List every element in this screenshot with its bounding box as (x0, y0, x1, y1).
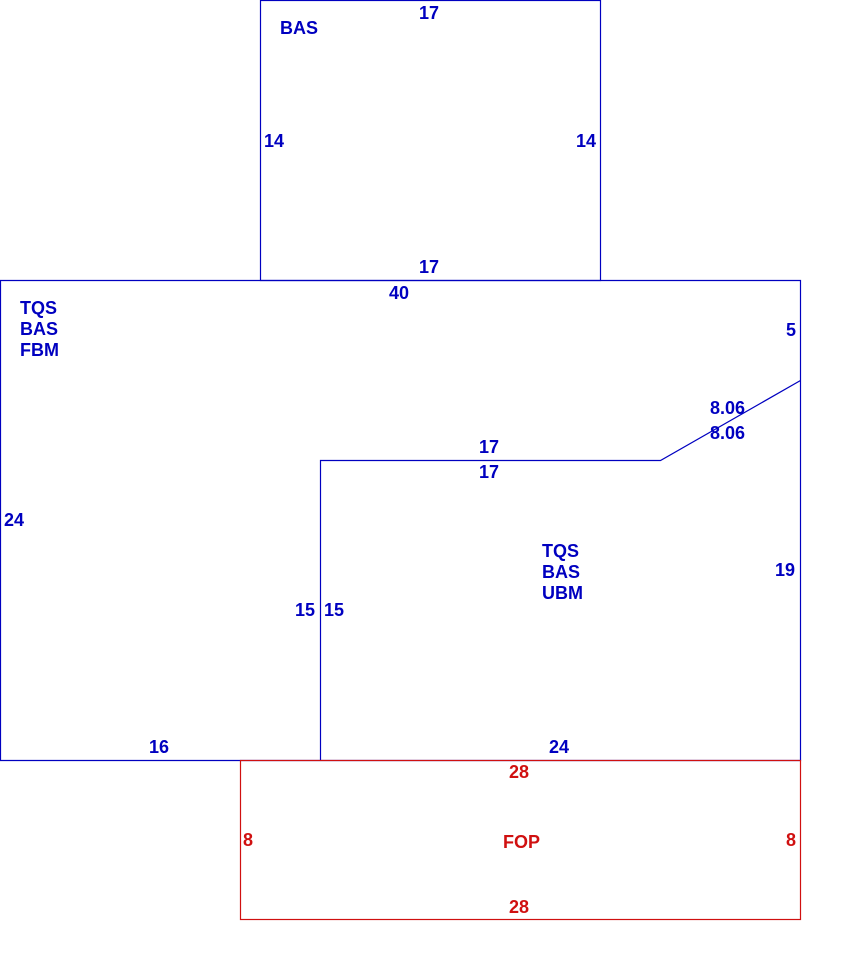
dim-main-bottom-right: 24 (549, 737, 569, 757)
dim-main-right-lower: 19 (775, 560, 795, 580)
right-area-code-2: BAS (542, 562, 580, 582)
dim-porch-top: 28 (509, 762, 529, 782)
upper-area-label: BAS (280, 18, 318, 38)
dim-upper-left: 14 (264, 131, 284, 151)
dim-porch-left: 8 (243, 830, 253, 850)
left-area-code-2: BAS (20, 319, 58, 339)
porch-area-label: FOP (503, 832, 540, 852)
dim-main-top: 40 (389, 283, 409, 303)
dim-upper-bottom: 17 (419, 257, 439, 277)
dim-diagonal-inner: 8.06 (710, 423, 745, 443)
right-area-label: TQS BAS UBM (542, 541, 583, 603)
dim-upper-right: 14 (576, 131, 596, 151)
right-area-code-3: UBM (542, 583, 583, 603)
dim-inner-wall-right: 15 (324, 600, 344, 620)
dim-porch-bottom: 28 (509, 897, 529, 917)
dim-inner-top-inner: 17 (479, 462, 499, 482)
dim-porch-right: 8 (786, 830, 796, 850)
dim-main-bottom-left: 16 (149, 737, 169, 757)
dim-main-left: 24 (4, 510, 24, 530)
upper-area-code-1: BAS (280, 18, 318, 38)
dim-inner-top-outer: 17 (479, 437, 499, 457)
left-area-label: TQS BAS FBM (20, 298, 59, 360)
dim-diagonal-outer: 8.06 (710, 398, 745, 418)
porch-area-code-1: FOP (503, 832, 540, 852)
dim-inner-wall-left: 15 (295, 600, 315, 620)
dim-upper-top: 17 (419, 3, 439, 23)
main-dimension-labels: 17 14 14 17 40 5 8.06 8.06 17 17 24 19 1… (4, 3, 796, 757)
porch-dimension-labels: 28 8 8 28 (243, 762, 796, 917)
porch-outline (239, 759, 802, 921)
inner-partition-line (319, 379, 801, 761)
upper-section-outline (259, 0, 602, 282)
right-area-code-1: TQS (542, 541, 579, 561)
main-section-outline (0, 279, 802, 762)
left-area-code-3: FBM (20, 340, 59, 360)
dim-main-right-upper: 5 (786, 320, 796, 340)
left-area-code-1: TQS (20, 298, 57, 318)
